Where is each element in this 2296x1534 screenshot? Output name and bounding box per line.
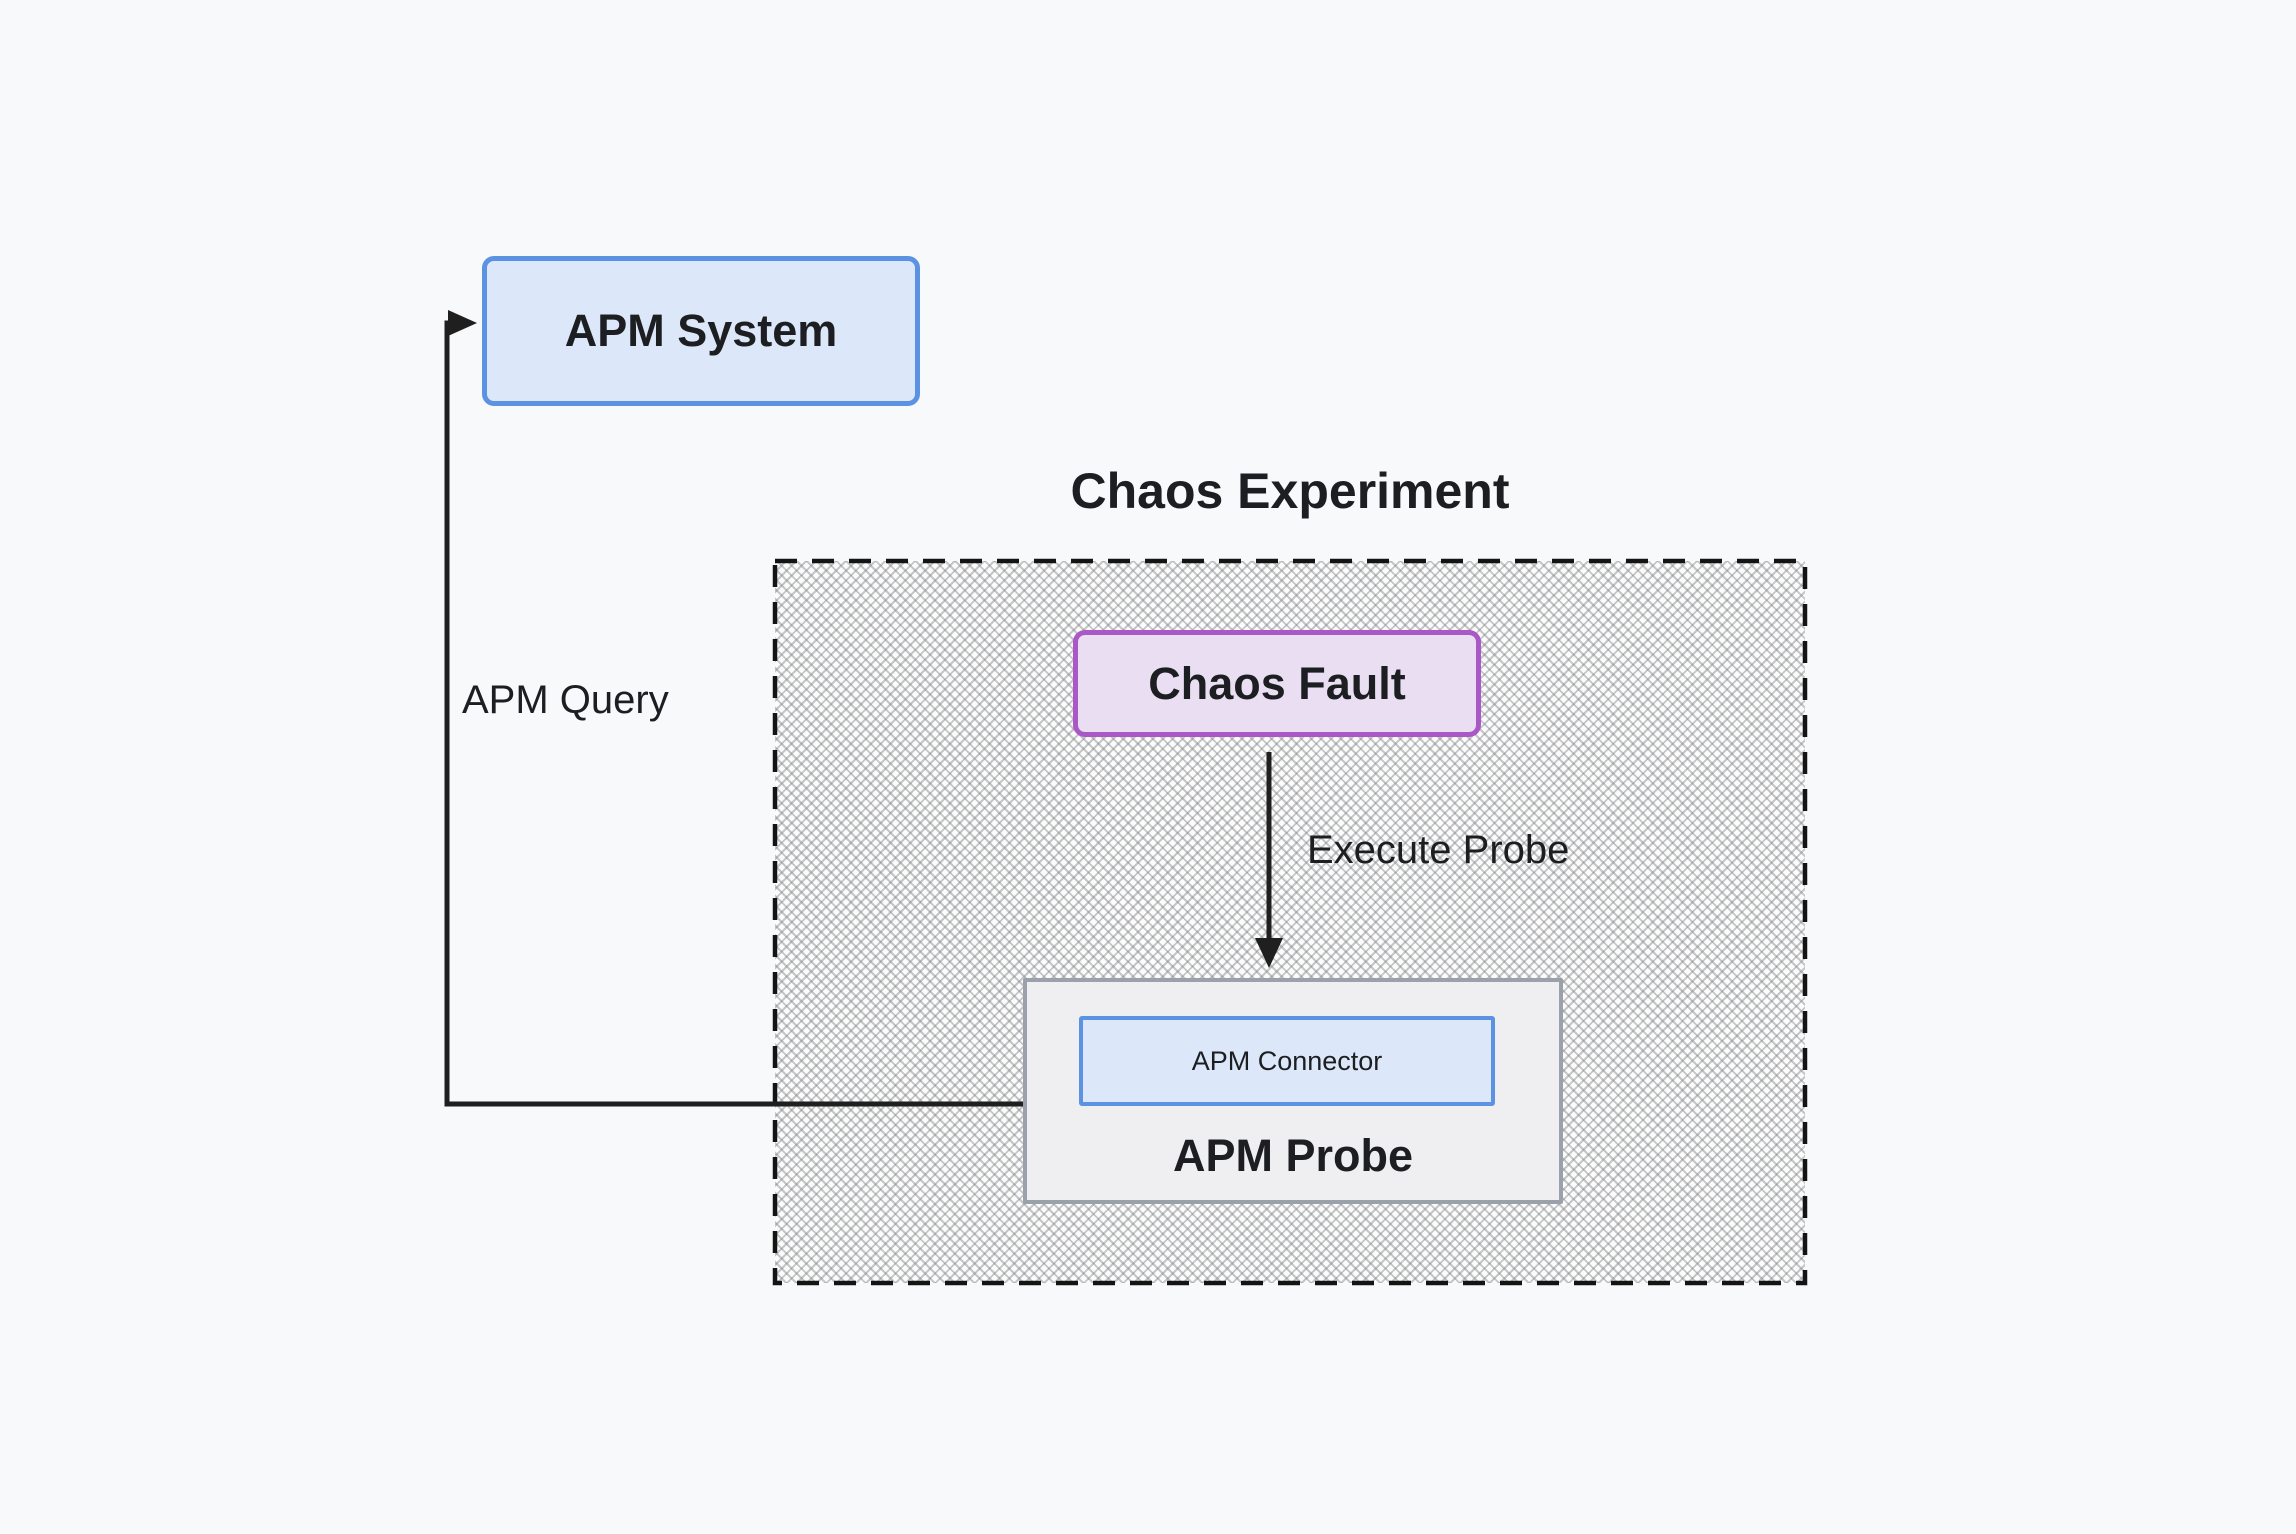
execute-probe-arrow xyxy=(1255,752,1283,968)
node-apm-connector: APM Connector xyxy=(1079,1016,1495,1106)
apm-query-arrow xyxy=(444,310,1023,1107)
execute-probe-edge-label: Execute Probe xyxy=(1307,828,1570,872)
node-apm-probe: APM Connector APM Probe xyxy=(1023,978,1563,1204)
diagram-title: Chaos Experiment xyxy=(1070,463,1510,519)
node-apm-system-label: APM System xyxy=(564,305,838,356)
node-chaos-fault: Chaos Fault xyxy=(1073,630,1481,737)
node-apm-connector-label: APM Connector xyxy=(1191,1045,1383,1076)
node-apm-system: APM System xyxy=(482,256,920,406)
chaos-experiment-dashed-border xyxy=(772,558,1808,1286)
node-apm-probe-label: APM Probe xyxy=(1172,1130,1414,1181)
apm-query-edge-label: APM Query xyxy=(462,678,669,722)
node-chaos-fault-label: Chaos Fault xyxy=(1148,657,1406,709)
